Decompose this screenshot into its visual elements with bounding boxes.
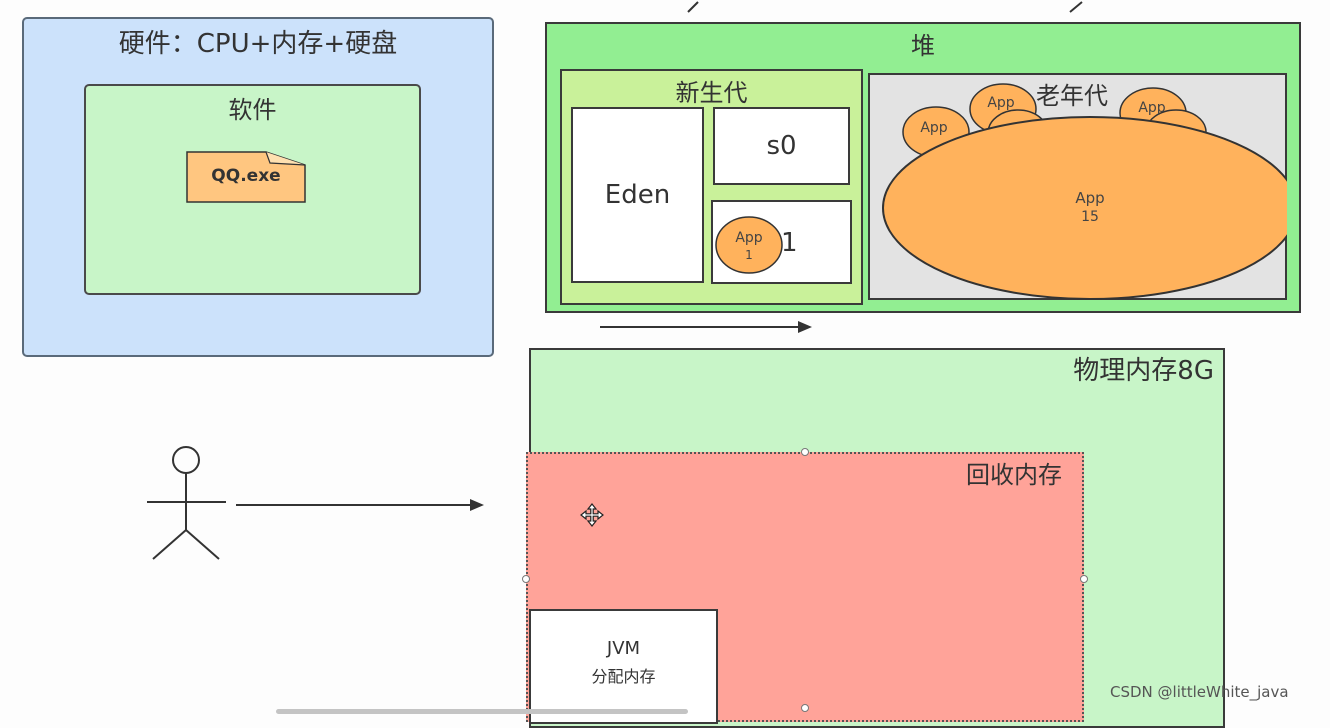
old-app-label: App [987,95,1014,111]
eden-box[interactable]: Eden [571,107,704,283]
resize-handle-right[interactable] [1080,575,1088,583]
jvm-box[interactable]: JVM 分配内存 [529,609,718,724]
top-edge-stroke [687,1,1083,13]
old-big-app-age: 15 [1081,209,1099,225]
old-gen-title: 老年代 [1036,82,1108,110]
eden-label: Eden [604,180,671,210]
s1-box[interactable]: App 1 1 [711,200,852,284]
old-gen-objects: App App App App 15 [882,83,1287,300]
old-gen-box[interactable]: App App App App 15 [868,73,1287,300]
resize-handle-bottom[interactable] [801,704,809,712]
watermark: CSDN @littleWhite_java [1110,683,1289,701]
software-title: 软件 [228,96,277,124]
horizontal-scrollbar[interactable] [276,709,688,714]
s0-label: s0 [766,131,797,161]
move-cursor-icon [580,503,604,527]
gc-memory-title: 回收内存 [966,461,1062,489]
hardware-title: 硬件：CPU+内存+硬盘 [118,29,398,59]
s1-app-name: App [735,230,762,246]
physical-memory-title: 物理内存8G [1073,356,1214,386]
file-icon [186,151,306,203]
old-big-app[interactable] [882,116,1287,300]
s1-app-age: 1 [745,248,753,262]
jvm-alloc-label: 分配内存 [591,667,656,686]
old-app-label: App [920,120,947,136]
old-app-label: App [1138,100,1165,116]
arrow-right-icon [600,321,812,333]
resize-handle-left[interactable] [522,575,530,583]
resize-handle-top[interactable] [801,448,809,456]
person-icon [147,446,226,560]
s1-app-object[interactable]: App 1 [713,212,785,276]
young-gen-title: 新生代 [675,79,748,107]
arrow-right-icon [236,499,484,511]
jvm-label: JVM [606,638,641,659]
qq-exe-label: QQ.exe [211,166,281,186]
heap-title: 堆 [911,32,935,60]
qq-exe-file[interactable]: QQ.exe [186,151,306,203]
old-big-app-name: App [1075,189,1104,207]
s1-label: 1 [781,228,798,258]
s0-box[interactable]: s0 [713,107,850,185]
